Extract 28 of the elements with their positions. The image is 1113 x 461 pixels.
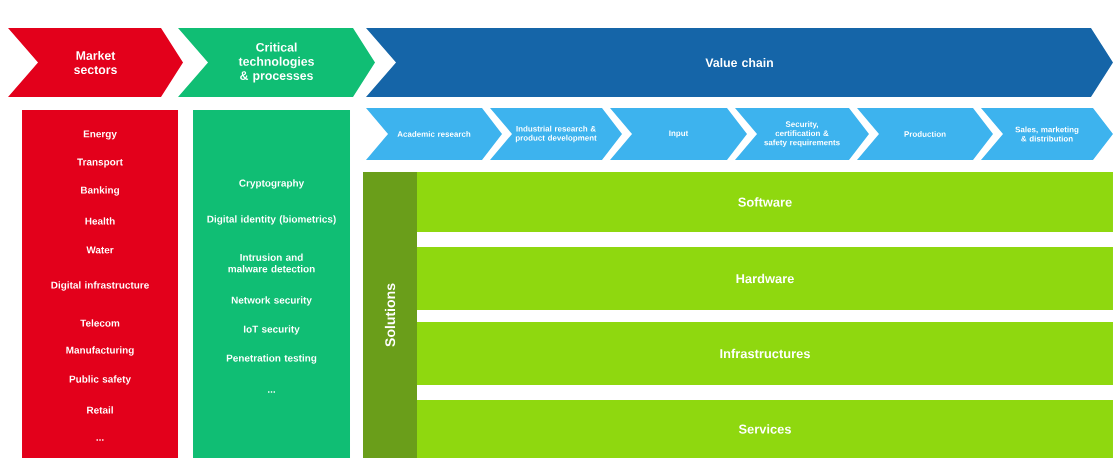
list-item: Intrusion and malware detection [228,253,315,273]
list-item: ... [268,391,275,393]
list-item: Health [85,217,115,225]
list-item: Telecom [80,319,120,327]
list-item: Network security [231,296,312,306]
header-banner: Critical technologies & processes [178,28,375,97]
header-banner: Value chain [366,28,1113,97]
list-item: Water [86,246,114,254]
list-item: Cryptography [239,179,305,189]
list-item: Energy [83,130,117,140]
list-item: Banking [81,186,119,196]
list-item: Penetration testing [226,354,317,364]
list-item: Public safety [69,375,131,385]
list-item: Digital identity (biometrics) [207,215,336,225]
list-item: Transport [77,158,123,168]
solutions-band: Solutions [363,172,417,458]
list-item: Retail [87,406,113,414]
sector-list-box [22,110,178,458]
solution-bar: Hardware [417,247,1113,310]
solution-bar: Services [417,400,1113,458]
technology-list-box [193,110,350,458]
list-item: ... [96,439,104,441]
list-item: IoT security [243,325,300,335]
solution-bar: Software [417,172,1113,232]
header-banner: Market sectors [8,28,183,97]
list-item: Manufacturing [66,346,134,356]
list-item: Digital infrastructure [51,281,149,291]
solution-bar: Infrastructures [417,322,1113,385]
